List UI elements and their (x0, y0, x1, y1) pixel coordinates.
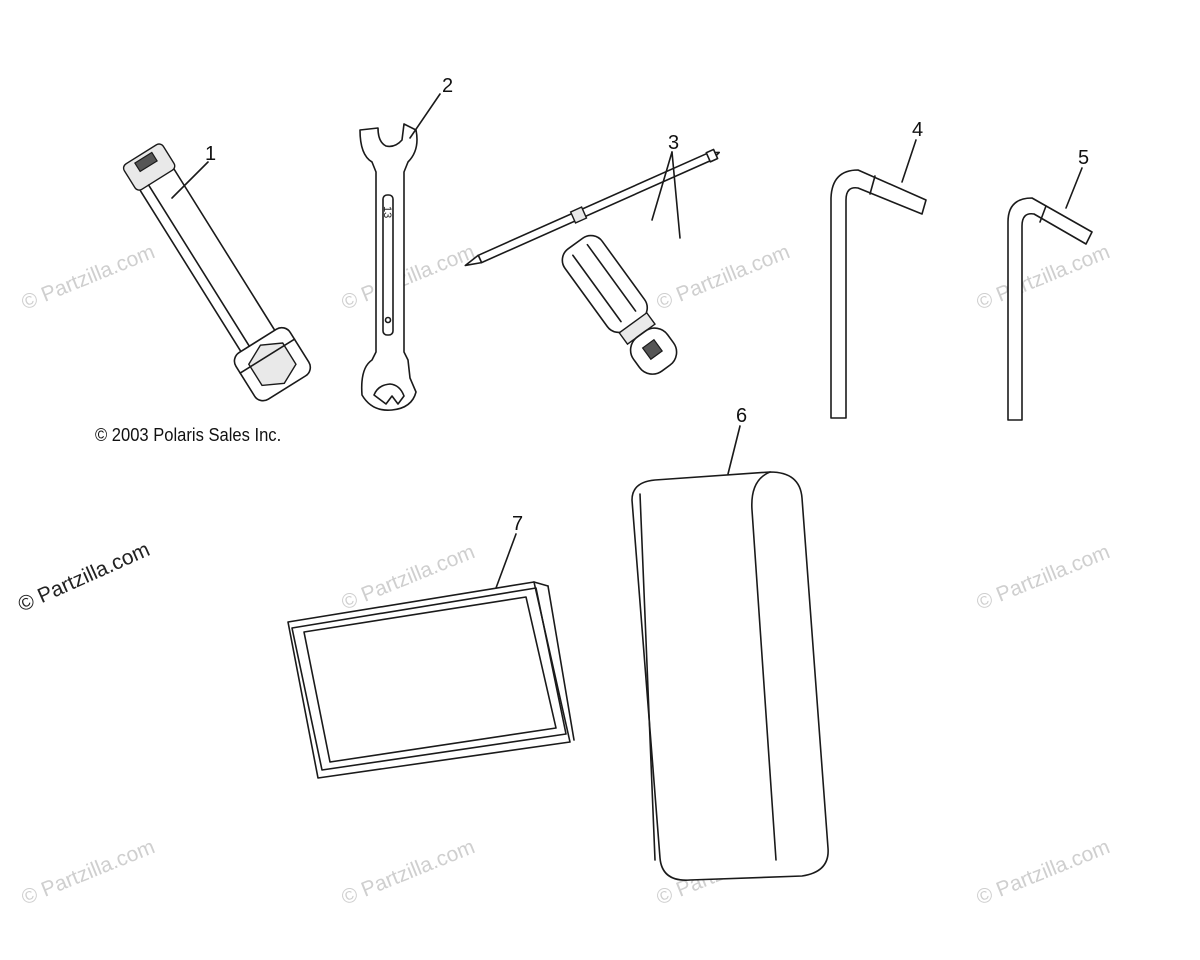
hex-key-icon (1007, 197, 1093, 421)
callout-numbers: 1 2 3 4 5 6 7 (205, 75, 1089, 535)
leader-line (495, 533, 517, 589)
watermark-text: © Partzilla.com (15, 538, 154, 617)
watermark-text: © Partzilla.com (338, 240, 478, 314)
open-end-wrench-icon: 13 (359, 123, 418, 412)
leader-line (409, 93, 441, 139)
watermark-text: © Partzilla.com (653, 240, 793, 314)
watermark-text: © Partzilla.com (973, 835, 1113, 909)
callout-6: 6 (736, 405, 747, 427)
leader-line (651, 151, 673, 221)
leader-lines (171, 93, 1083, 589)
watermark-text: © Partzilla.com (18, 240, 158, 314)
leader-line (171, 161, 209, 199)
callout-5: 5 (1078, 147, 1089, 169)
hex-key-icon (830, 169, 927, 419)
screwdriver-bit-icon (464, 148, 721, 267)
watermark-text: © Partzilla.com (973, 240, 1113, 314)
leader-line (727, 425, 741, 475)
callout-3: 3 (668, 132, 679, 154)
callout-4: 4 (912, 119, 923, 141)
watermark-text: © Partzilla.com (18, 835, 158, 909)
callout-2: 2 (442, 75, 453, 97)
leader-line (671, 151, 681, 239)
screwdriver-icon (464, 148, 721, 375)
spark-plug-socket-wrench-icon (122, 143, 312, 402)
callout-1: 1 (205, 143, 216, 165)
watermarks: © Partzilla.com © Partzilla.com © Partzi… (15, 240, 1113, 909)
wrench-size-label: 13 (381, 206, 393, 218)
watermark-text: © Partzilla.com (973, 540, 1113, 614)
owners-manual-icon (287, 581, 575, 779)
tool-pouch-icon (631, 471, 829, 881)
screwdriver-handle-icon (561, 234, 678, 375)
copyright-notice: © 2003 Polaris Sales Inc. (95, 425, 282, 445)
leader-line (1065, 167, 1083, 209)
callout-7: 7 (512, 513, 523, 535)
watermark-text: © Partzilla.com (338, 835, 478, 909)
leader-line (901, 139, 917, 183)
